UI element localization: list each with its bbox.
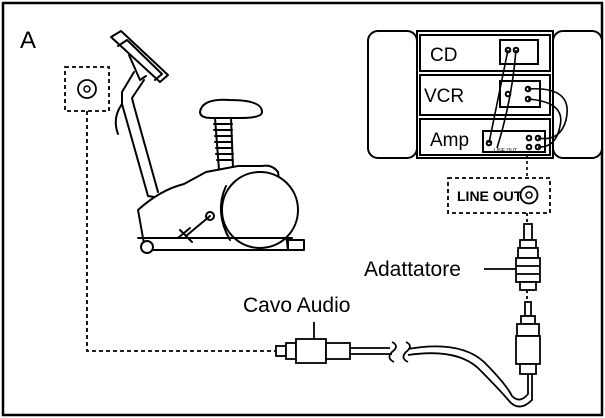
panel-letter: A bbox=[20, 27, 36, 54]
amp-label: Amp bbox=[430, 130, 469, 151]
bike-cable-route-dashed bbox=[86, 111, 276, 352]
amp-line-out-jack-label: LINE OUT bbox=[494, 148, 517, 154]
left-speaker bbox=[367, 30, 418, 159]
bike-audio-jack-box bbox=[64, 66, 110, 112]
cd-label: CD bbox=[430, 45, 457, 66]
adapter-illustration bbox=[515, 213, 541, 375]
audio-cable-illustration bbox=[275, 338, 533, 408]
adapter-label: Adattatore bbox=[364, 258, 461, 281]
stereo-system-illustration bbox=[367, 30, 603, 182]
line-out-label: LINE OUT bbox=[457, 188, 523, 204]
audio-cable-label: Cavo Audio bbox=[243, 294, 350, 317]
exercise-bike-illustration bbox=[110, 30, 305, 254]
vcr-label: VCR bbox=[424, 86, 464, 107]
